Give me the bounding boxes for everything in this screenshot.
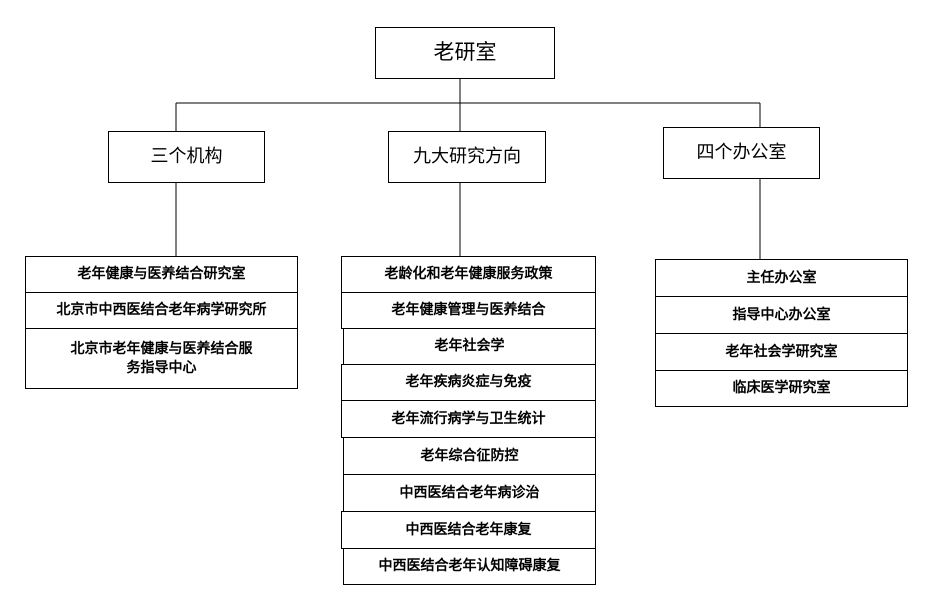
institution-item: 老年健康与医养结合研究室: [25, 256, 298, 293]
item-label: 老年综合征防控: [420, 447, 519, 464]
branch-label: 四个办公室: [696, 142, 787, 164]
research-direction-item: 老年流行病学与卫生统计: [341, 400, 596, 438]
item-label: 老年社会学研究室: [725, 343, 838, 360]
institution-item: 北京市中西医结合老年病学研究所: [25, 292, 298, 329]
item-label: 北京市中西医结合老年病学研究所: [56, 302, 267, 319]
item-label: 老年疾病炎症与免疫: [405, 374, 532, 391]
item-label: 老龄化和老年健康服务政策: [384, 266, 553, 283]
item-label: 老年健康与医养结合研究室: [77, 266, 246, 283]
item-label: 老年健康管理与医养结合: [391, 302, 546, 319]
item-label: 中西医结合老年认知障碍康复: [378, 558, 561, 575]
research-direction-item: 老年健康管理与医养结合: [341, 292, 596, 329]
root-label: 老研室: [433, 40, 497, 65]
item-label: 中西医结合老年病诊治: [399, 484, 540, 501]
item-label: 中西医结合老年康复: [405, 521, 532, 538]
item-label: 指导中心办公室: [732, 306, 831, 323]
research-direction-item: 中西医结合老年认知障碍康复: [343, 548, 596, 585]
research-direction-item: 中西医结合老年病诊治: [343, 474, 596, 512]
research-direction-item: 老年疾病炎症与免疫: [341, 364, 596, 401]
item-label: 北京市老年健康与医养结合服务指导中心: [70, 341, 253, 376]
office-item: 主任办公室: [655, 259, 908, 297]
branch-label: 九大研究方向: [413, 146, 521, 168]
research-direction-item: 老年社会学: [343, 328, 596, 365]
item-label: 临床医学研究室: [732, 380, 831, 397]
research-direction-item: 中西医结合老年康复: [341, 511, 596, 549]
office-item: 老年社会学研究室: [655, 333, 908, 371]
branch-node-institutions: 三个机构: [108, 131, 265, 183]
branch-node-offices: 四个办公室: [663, 127, 820, 179]
office-item: 指导中心办公室: [655, 296, 908, 334]
branch-node-research-directions: 九大研究方向: [388, 131, 546, 183]
branch-label: 三个机构: [150, 146, 223, 168]
research-direction-item: 老年综合征防控: [343, 437, 596, 475]
item-label: 老年流行病学与卫生统计: [391, 410, 546, 427]
office-item: 临床医学研究室: [655, 370, 908, 407]
research-direction-item: 老龄化和老年健康服务政策: [341, 256, 596, 293]
root-node: 老研室: [375, 27, 555, 79]
institution-item: 北京市老年健康与医养结合服务指导中心: [25, 328, 298, 389]
item-label: 老年社会学: [434, 338, 505, 355]
item-label: 主任办公室: [746, 269, 817, 286]
